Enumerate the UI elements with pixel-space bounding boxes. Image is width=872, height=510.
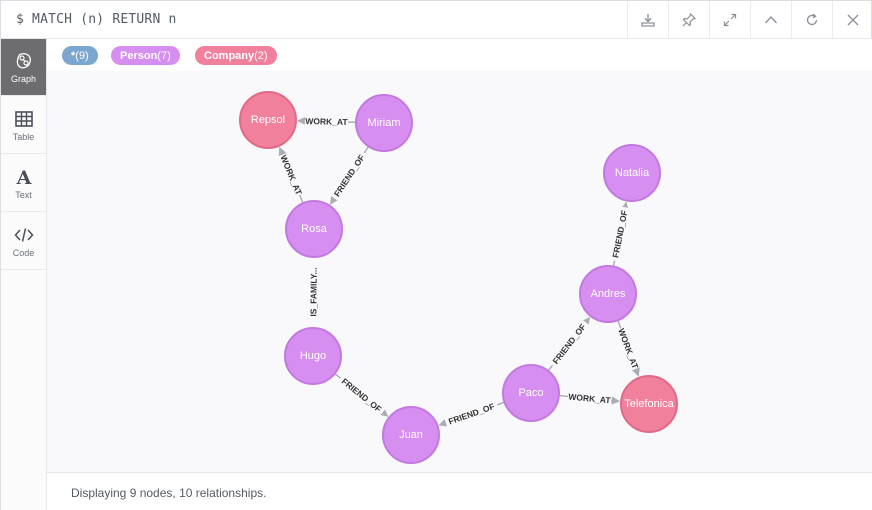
legend-all-badge[interactable]: *(9) [62,46,98,65]
relationship[interactable]: IS_FAMILY... [307,256,320,328]
sidebar-item-graph[interactable]: Graph [1,39,46,96]
collapse-button[interactable] [750,1,790,38]
download-button[interactable] [627,1,667,38]
query-text[interactable]: $ MATCH (n) RETURN n [16,12,177,27]
node-label: Miriam [368,117,401,129]
node-label: Hugo [300,350,326,362]
relationship-label: FRIEND_OF [340,376,384,414]
node-circle[interactable] [579,265,637,323]
relationship-label: IS_FAMILY... [308,267,318,316]
table-icon [14,110,33,127]
relationship-label-bg [547,318,591,370]
relationship-label-bg [608,206,632,262]
node-circle[interactable] [239,91,297,149]
relationship-label-bg [304,114,349,129]
graph-legend: *(9) Person(7) Company(2) [47,39,872,71]
graph-icon [16,52,31,68]
graph-canvas[interactable]: WORK_AT FRIEND_OF WORK_AT IS_FAMILY... FRIEN… [47,71,872,472]
code-icon [13,227,34,242]
graph-node-telefonica[interactable]: Telefonica [620,375,678,433]
view-sidebar: Graph Table A Text Code [1,39,47,510]
node-label: Paco [518,387,543,399]
relationship-label: WORK_AT [568,392,612,406]
legend-company-badge[interactable]: Company(2) [195,46,277,65]
relationship-label-bg [615,326,642,371]
frame-footer: Displaying 9 nodes, 10 relationships. [47,472,872,510]
status-text: Displaying 9 nodes, 10 relationships. [71,486,267,500]
graph-node-rosa[interactable]: Rosa [285,200,343,258]
graph-visualization[interactable]: WORK_AT FRIEND_OF WORK_AT IS_FAMILY... FRIEN… [47,71,872,472]
node-label: Juan [399,429,423,441]
relationship[interactable]: FRIEND_OF [438,399,504,429]
pin-icon [682,12,696,26]
sidebar-item-text[interactable]: A Text [1,155,46,212]
rerun-button[interactable] [791,1,831,38]
graph-node-paco[interactable]: Paco [502,364,560,422]
pin-button[interactable] [668,1,708,38]
graph-node-juan[interactable]: Juan [382,406,440,464]
relationship-label: WORK_AT [305,116,348,127]
relationship-label-bg [443,399,500,429]
node-circle[interactable] [620,375,678,433]
fullscreen-button[interactable] [709,1,749,38]
relationship-label-bg [336,373,387,417]
relationship[interactable]: FRIEND_OF [608,201,632,266]
sidebar-item-label: Graph [10,73,36,84]
relationship[interactable]: FRIEND_OF [329,146,370,205]
node-label: Natalia [615,167,650,179]
relationship[interactable]: FRIEND_OF [335,373,389,417]
expand-icon [723,13,736,26]
node-label: Rosa [301,223,328,235]
sidebar-item-label: Text [15,189,32,200]
sidebar-item-table[interactable]: Table [1,97,46,154]
relationship[interactable]: FRIEND_OF [547,317,591,371]
frame-header: $ MATCH (n) RETURN n [1,1,871,39]
relationship[interactable]: WORK_AT [297,114,356,129]
rerun-icon [806,13,817,25]
node-label: Telefonica [624,398,674,410]
relationship-label-bg [277,152,306,198]
node-circle[interactable] [603,144,661,202]
node-label: Andres [591,288,626,300]
graph-node-repsol[interactable]: Repsol [239,91,297,149]
relationship-label-bg [307,256,320,328]
legend-person-label: Person [120,49,158,62]
relationship[interactable]: WORK_AT [559,390,620,407]
node-circle[interactable] [382,406,440,464]
node-circle[interactable] [502,364,560,422]
node-circle[interactable] [355,94,413,152]
close-button[interactable] [832,1,872,38]
relationship-label-bg [567,390,612,407]
graph-node-miriam[interactable]: Miriam [355,94,413,152]
text-icon: A [15,167,31,187]
sidebar-item-label: Code [12,247,35,258]
relationship-label-bg [329,149,370,202]
legend-person-badge[interactable]: Person(7) [111,46,180,65]
node-label: Repsol [251,114,285,126]
relationship-label: FRIEND_OF [610,209,629,258]
graph-node-andres[interactable]: Andres [579,265,637,323]
relationship-label: FRIEND_OF [332,153,367,199]
legend-person-count: (7) [157,49,171,62]
node-circle[interactable] [284,327,342,385]
legend-all-label: * [71,49,76,62]
sidebar-item-code[interactable]: Code [1,213,46,270]
close-icon [847,14,858,25]
relationship-label: FRIEND_OF [550,322,587,366]
legend-all-count: (9) [75,49,89,62]
graph-node-hugo[interactable]: Hugo [284,327,342,385]
legend-company-count: (2) [254,49,268,62]
download-icon [640,13,655,27]
relationship[interactable]: WORK_AT [615,320,642,377]
collapse-icon [764,15,777,23]
relationship[interactable]: WORK_AT [277,146,306,203]
sidebar-item-label: Table [12,131,35,142]
svg-text:A: A [15,167,31,187]
graph-node-natalia[interactable]: Natalia [603,144,661,202]
legend-company-label: Company [204,49,255,62]
node-circle[interactable] [285,200,343,258]
